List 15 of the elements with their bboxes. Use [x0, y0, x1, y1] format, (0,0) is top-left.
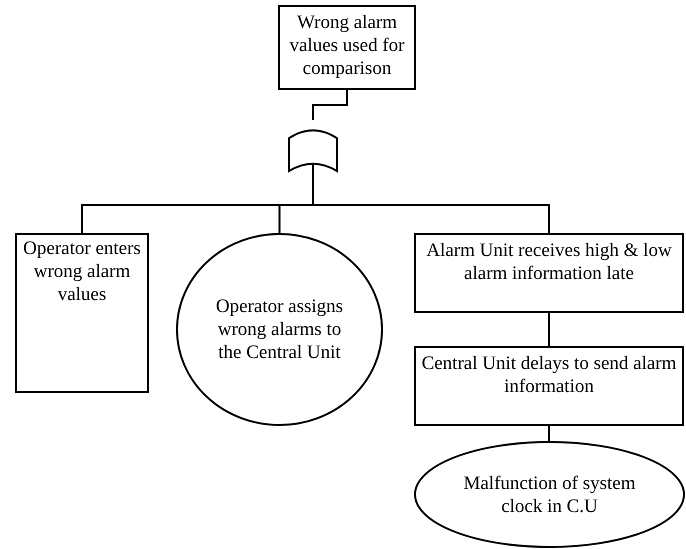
event-text: Operator enters wrong alarm values	[22, 237, 142, 306]
event-circle	[176, 233, 383, 426]
connector-line	[312, 90, 348, 120]
event-text: Alarm Unit receives high & low alarm information late	[425, 239, 673, 285]
event-box	[414, 346, 684, 426]
event-box	[15, 233, 149, 393]
event-ellipse	[414, 441, 685, 548]
connector-line	[548, 426, 550, 441]
event-box	[278, 5, 416, 90]
event-box	[414, 233, 684, 313]
event-text: Malfunction of system clock in C.U	[462, 472, 637, 518]
event-text: Operator assigns wrong alarms to the Central Unit	[214, 295, 344, 364]
event-text: Central Unit delays to send alarm information	[420, 352, 678, 398]
connector-line	[548, 313, 550, 346]
event-text: Wrong alarm values used for comparison	[288, 11, 406, 80]
